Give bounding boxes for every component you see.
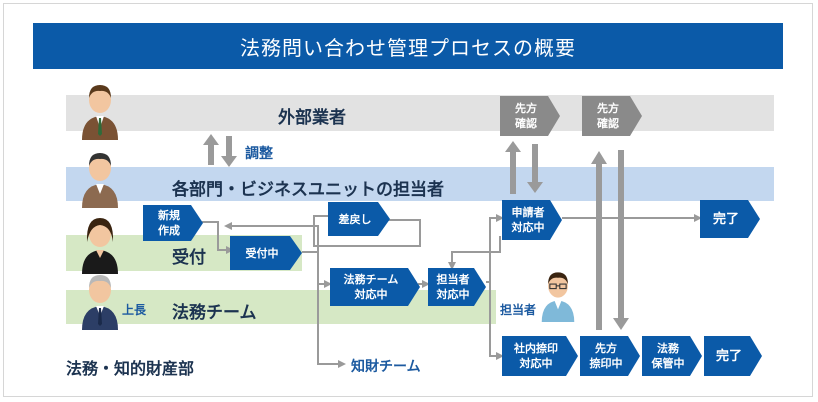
connector-reception-to-back — [224, 222, 319, 253]
boss-tag: 上長 — [122, 303, 147, 317]
avatar-reception — [82, 218, 118, 274]
lane-label-legal-team: 法務チーム — [172, 303, 257, 323]
step-vendor-check-2: 先方 確認 — [582, 96, 642, 136]
requester-up-arrow — [505, 141, 521, 194]
connector-to-ip-team — [317, 284, 346, 368]
lane-label-reception: 受付 — [172, 248, 206, 268]
connector-requester-to-assignee — [448, 236, 501, 270]
avatar-person-in-charge — [541, 272, 575, 322]
avatar-legal-boss — [82, 275, 118, 330]
avatar-vendor — [82, 85, 118, 140]
person-in-charge-label: 担当者 — [500, 303, 537, 317]
diagram-title: 法務問い合わせ管理プロセスの概要 — [33, 23, 783, 69]
ip-team-label: 知財チーム — [351, 359, 421, 375]
connector-to-internal-seal — [489, 282, 504, 360]
lane-departments — [66, 167, 774, 201]
step-vendor-check-1: 先方 確認 — [500, 96, 560, 136]
step-send-back: 差戻し — [328, 202, 390, 236]
connector-sendback-loop — [313, 215, 421, 247]
step-legal-storage: 法務 保管中 — [642, 336, 702, 376]
lane-label-vendor: 外部業者 — [278, 108, 346, 128]
adjust-label: 調整 — [245, 146, 273, 162]
adjust-arrow-up — [203, 134, 219, 165]
step-done-2: 完了 — [704, 336, 762, 376]
avatar-department-staff — [82, 153, 118, 208]
step-new-create: 新規 作成 — [143, 205, 203, 241]
requester-down-arrow — [527, 144, 543, 193]
step-legal-team-handling: 法務チーム 対応中 — [330, 268, 420, 306]
step-assignee-handling: 担当者 対応中 — [428, 268, 486, 306]
step-internal-seal: 社内捺印 対応中 — [502, 336, 578, 376]
lane-label-departments: 各部門・ビジネスユニットの担当者 — [172, 180, 444, 200]
vendor-seal-down-arrow — [613, 150, 629, 330]
step-done-1: 完了 — [700, 200, 760, 238]
step-reception-in-progress: 受付中 — [230, 236, 302, 270]
adjust-arrow-down — [221, 136, 237, 167]
step-requester-handling: 申請者 対応中 — [502, 200, 562, 240]
connector-assignee-to-requester — [486, 214, 504, 283]
vendor-seal-up-arrow — [591, 151, 607, 330]
lane-vendor — [66, 95, 774, 131]
connector-new-to-reception — [202, 221, 234, 254]
department-name: 法務・知的財産部 — [66, 359, 195, 378]
lane-legal-team — [66, 290, 496, 324]
step-vendor-seal: 先方 捺印中 — [580, 336, 640, 376]
connector-to-legal-team — [317, 252, 332, 288]
